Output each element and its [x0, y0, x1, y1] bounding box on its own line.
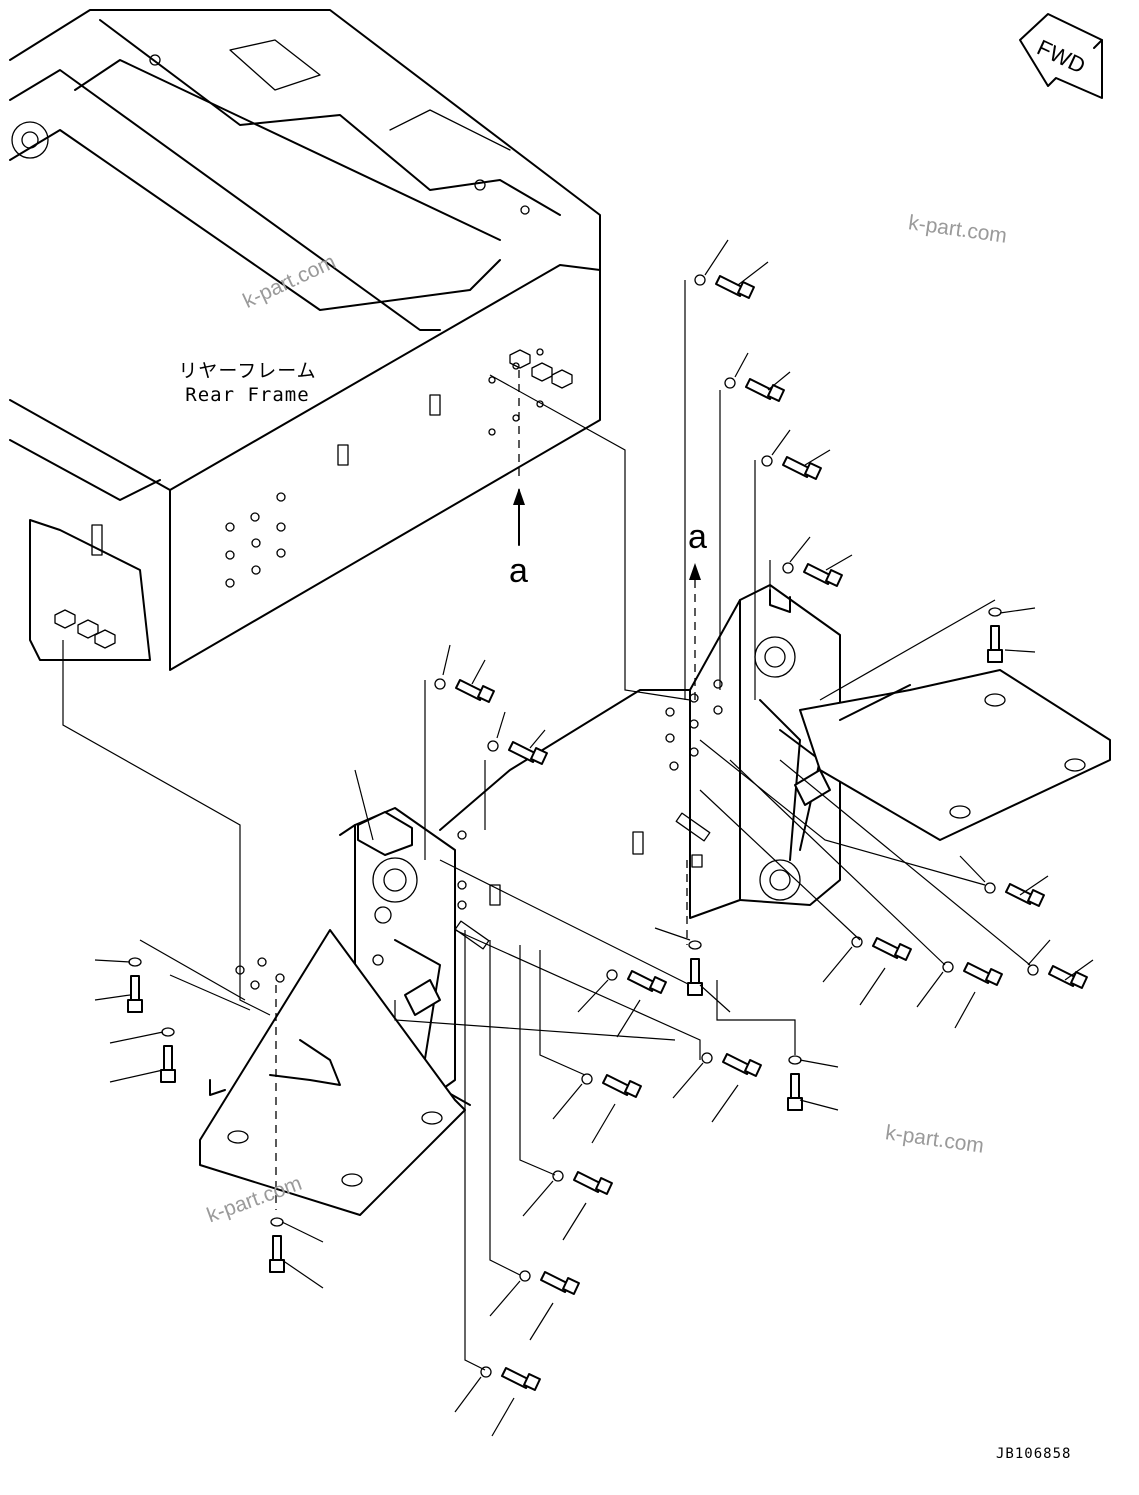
callout-leaders — [94, 239, 1094, 1437]
rear-frame — [9, 9, 601, 671]
reference-arrow-left — [513, 370, 525, 546]
fwd-arrow — [1019, 13, 1103, 99]
right-bracket — [632, 584, 1111, 919]
frame-label-english: Rear Frame — [185, 384, 310, 406]
connection-lines — [62, 280, 1031, 1371]
ref-mark-a-left: a — [509, 552, 528, 590]
left-bracket — [199, 689, 691, 1216]
drawing-code: JB106858 — [996, 1446, 1072, 1462]
frame-label: リヤーフレーム Rear Frame — [160, 359, 335, 407]
frame-label-japanese: リヤーフレーム — [178, 360, 317, 382]
ref-mark-a-right: a — [688, 518, 707, 556]
